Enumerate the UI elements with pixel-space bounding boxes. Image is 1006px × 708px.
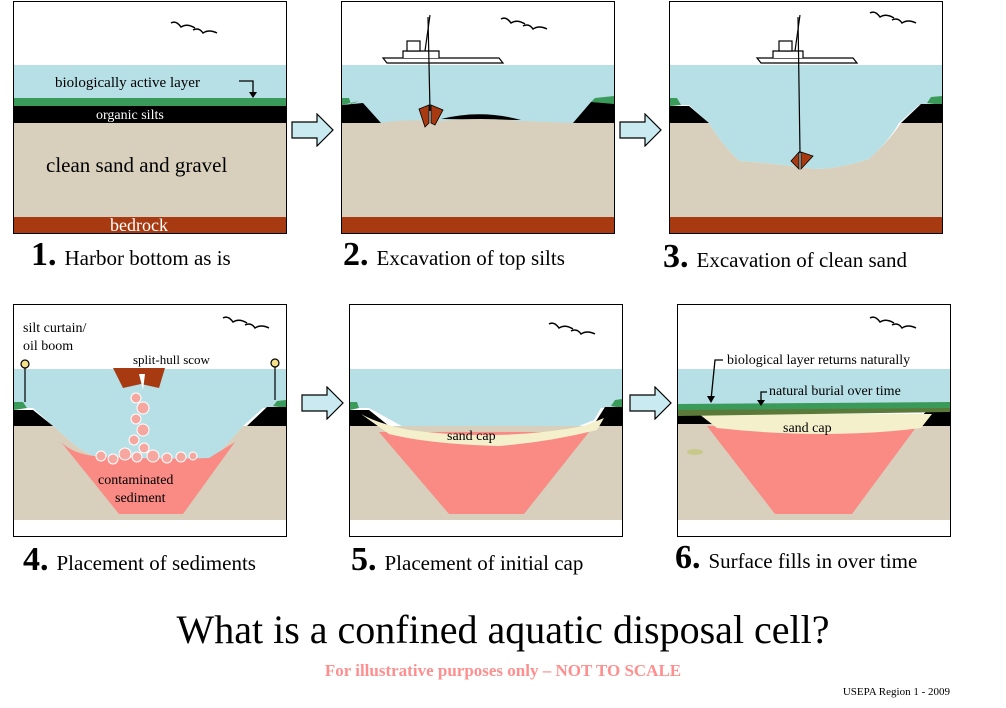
clamshell-bucket-icon bbox=[790, 150, 814, 171]
bedrock-layer bbox=[14, 217, 286, 233]
caption-text: Surface fills in over time bbox=[708, 549, 918, 573]
panel-4-placement-sediments: silt curtain/ oil boom split-hull scow c… bbox=[13, 304, 287, 537]
caption-text: Excavation of top silts bbox=[376, 246, 565, 270]
label-biological-layer: biological layer returns naturally bbox=[727, 353, 910, 368]
label-bedrock: bedrock bbox=[110, 215, 168, 234]
dredge-boat-icon bbox=[381, 14, 505, 112]
step-number: 2. bbox=[343, 236, 369, 273]
caption-text: Excavation of clean sand bbox=[696, 248, 908, 272]
caption-4: 4. Placement of sediments bbox=[23, 541, 256, 579]
step-number: 3. bbox=[663, 238, 689, 275]
label-split-hull-scow: split-hull scow bbox=[133, 352, 211, 367]
clamshell-bucket-icon bbox=[418, 104, 444, 128]
label-sediment: sediment bbox=[115, 491, 166, 506]
caption-1: 1. Harbor bottom as is bbox=[31, 236, 231, 274]
right-arrow-icon bbox=[629, 386, 672, 420]
silt-pile bbox=[441, 114, 521, 120]
caption-2: 2. Excavation of top silts bbox=[343, 236, 565, 274]
bird-icon bbox=[869, 316, 917, 330]
caption-5: 5. Placement of initial cap bbox=[351, 541, 583, 579]
panel-2-excavation-silts bbox=[341, 1, 615, 234]
bird-icon bbox=[500, 17, 548, 31]
label-arrow bbox=[710, 359, 723, 401]
bird-icon bbox=[869, 11, 917, 25]
biological-layer bbox=[678, 402, 950, 410]
silt-layer-left bbox=[342, 103, 381, 123]
caption-text: Placement of sediments bbox=[56, 551, 256, 575]
label-natural-burial: natural burial over time bbox=[769, 384, 901, 399]
organic-silt-layer bbox=[14, 106, 286, 123]
label-sand-cap: sand cap bbox=[783, 421, 832, 436]
sand-layer bbox=[670, 123, 942, 217]
label-sand-cap: sand cap bbox=[447, 429, 496, 444]
bird-icon bbox=[548, 322, 596, 336]
sand-cap bbox=[699, 414, 932, 434]
sand-gravel-layer bbox=[14, 123, 286, 217]
caption-text: Harbor bottom as is bbox=[64, 246, 231, 270]
sand-cap bbox=[361, 414, 604, 446]
label-organic-silts: organic silts bbox=[96, 108, 164, 123]
buoy-icon bbox=[20, 359, 30, 402]
caption-6: 6. Surface fills in over time bbox=[675, 539, 917, 577]
biological-layer bbox=[14, 98, 286, 106]
bird-icon bbox=[170, 21, 218, 35]
caption-text: Placement of initial cap bbox=[384, 551, 584, 575]
bird-icon bbox=[222, 316, 270, 330]
panel-6-surface-fills: biological layer returns naturally natur… bbox=[677, 304, 951, 537]
page-title: What is a confined aquatic disposal cell… bbox=[176, 607, 830, 652]
step-number: 6. bbox=[675, 539, 701, 576]
sand-layer bbox=[342, 119, 614, 217]
contaminated-sediment bbox=[707, 426, 917, 514]
label-silt-curtain: silt curtain/ bbox=[23, 321, 86, 336]
silt-layer-right bbox=[573, 102, 614, 123]
step-number: 5. bbox=[351, 541, 377, 578]
right-arrow-icon bbox=[301, 386, 344, 420]
label-contaminated: contaminated bbox=[98, 473, 173, 488]
falling-sediment bbox=[95, 392, 198, 465]
label-clean-sand-gravel: clean sand and gravel bbox=[46, 153, 227, 177]
buoy-icon bbox=[270, 358, 280, 400]
right-arrow-icon bbox=[291, 113, 334, 147]
panel-3-excavation-sand bbox=[669, 1, 943, 234]
label-arrow bbox=[239, 80, 254, 94]
step-number: 1. bbox=[31, 236, 57, 273]
vegetation-patch bbox=[687, 449, 703, 455]
disclaimer-subtitle: For illustrative purposes only – NOT TO … bbox=[324, 661, 682, 680]
right-arrow-icon bbox=[619, 113, 662, 147]
contaminated-sediment bbox=[379, 432, 589, 514]
panel-1-harbor-bottom: biologically active layer organic silts … bbox=[13, 1, 287, 234]
source-credit: USEPA Region 1 - 2009 bbox=[842, 686, 950, 698]
caption-3: 3. Excavation of clean sand bbox=[663, 238, 907, 276]
panel-5-initial-cap: sand cap bbox=[349, 304, 623, 537]
dredge-boat-icon bbox=[755, 14, 859, 154]
label-oil-boom: oil boom bbox=[23, 339, 73, 354]
label-biologically-active-layer: biologically active layer bbox=[55, 75, 200, 91]
step-number: 4. bbox=[23, 541, 49, 578]
label-arrow bbox=[760, 391, 767, 402]
scow-icon bbox=[113, 368, 165, 390]
